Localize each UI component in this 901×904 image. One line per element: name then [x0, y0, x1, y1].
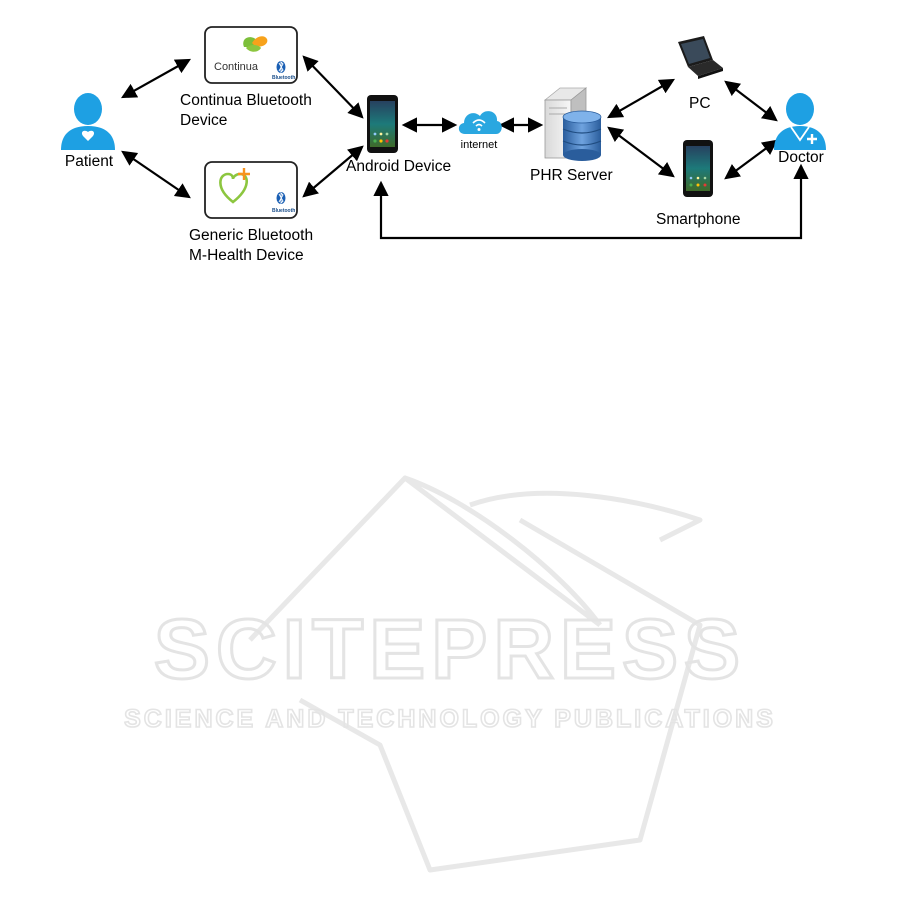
arrow-smartphone-doctor — [726, 141, 776, 178]
android-device-label: Android Device — [346, 158, 451, 175]
continua-bluetooth-mark: Bluetooth — [272, 75, 295, 81]
watermark: SCITEPRESS SCIENCE AND TECHNOLOGY PUBLIC… — [124, 478, 776, 870]
generic-device-label-line2: M-Health Device — [189, 247, 304, 264]
phr-server-node: PHR Server — [530, 88, 613, 184]
patient-label: Patient — [65, 153, 114, 170]
bluetooth-icon — [277, 192, 286, 204]
arrow-continua-android — [304, 57, 362, 117]
continua-device-node: Continua Bluetooth Continua Bluetooth De… — [180, 27, 312, 129]
android-phone-icon — [367, 95, 398, 153]
doctor-label: Doctor — [778, 149, 824, 166]
doctor-node: Doctor — [774, 93, 826, 166]
doctor-icon — [774, 93, 826, 150]
continua-device-label-line2: Device — [180, 112, 227, 129]
patient-node: Patient — [61, 93, 115, 170]
generic-bluetooth-mark: Bluetooth — [272, 208, 295, 214]
smartphone-node: Smartphone — [656, 140, 740, 228]
smartphone-icon — [683, 140, 713, 197]
laptop-icon — [678, 36, 723, 79]
watermark-title: SCITEPRESS — [154, 602, 746, 696]
phr-server-label: PHR Server — [530, 167, 613, 184]
generic-device-node: Bluetooth Generic Bluetooth M-Health Dev… — [189, 162, 313, 264]
pc-label: PC — [689, 95, 711, 112]
cloud-wifi-icon — [459, 111, 502, 134]
patient-icon — [61, 93, 115, 150]
bluetooth-icon — [277, 61, 286, 73]
continua-device-label-line1: Continua Bluetooth — [180, 92, 312, 109]
generic-device-label-line1: Generic Bluetooth — [189, 227, 313, 244]
smartphone-label: Smartphone — [656, 211, 740, 228]
continua-logo-text: Continua — [214, 61, 259, 73]
internet-node: internet — [459, 111, 502, 151]
arrow-server-smartphone — [609, 128, 673, 176]
arrow-patient-generic — [123, 152, 189, 197]
arrow-pc-doctor — [726, 82, 776, 120]
android-device-node: Android Device — [346, 95, 451, 175]
watermark-subtitle: SCIENCE AND TECHNOLOGY PUBLICATIONS — [124, 705, 776, 733]
arrow-server-pc — [609, 80, 673, 117]
server-database-icon — [545, 88, 601, 161]
pc-node: PC — [678, 36, 723, 112]
internet-label: internet — [461, 139, 498, 151]
